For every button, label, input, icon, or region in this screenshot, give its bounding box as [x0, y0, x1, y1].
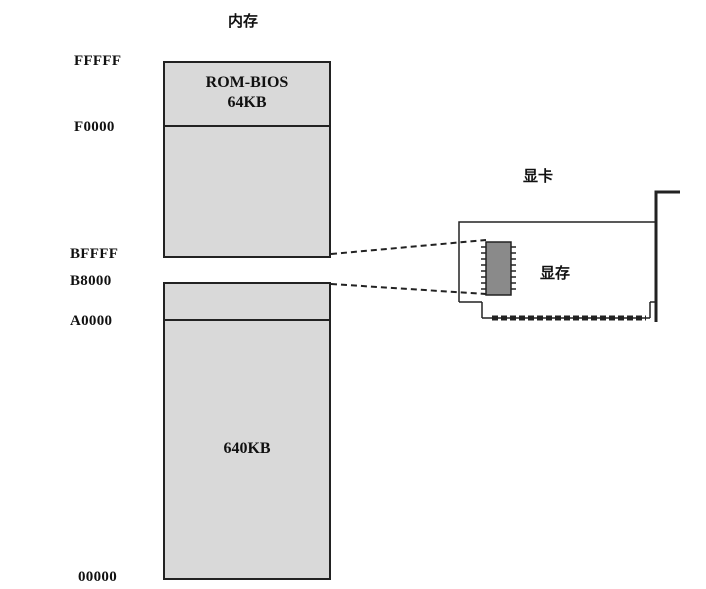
card-bracket [654, 190, 680, 322]
video-memory-divider [163, 319, 331, 321]
address-label-f0000: F0000 [74, 119, 115, 135]
conventional-memory-size: 640KB [223, 440, 271, 457]
video-card-outline [458, 221, 656, 302]
address-label-fffff: FFFFF [74, 53, 122, 69]
video-card-title: 显卡 [523, 167, 554, 185]
rom-bios-divider [163, 125, 331, 127]
upper-memory-block [163, 61, 331, 258]
rom-bios-region: ROM-BIOS 64KB [163, 73, 331, 113]
address-label-a0000: A0000 [70, 313, 113, 329]
rom-bios-size: 64KB [227, 94, 267, 111]
mapping-line-top [330, 239, 487, 255]
address-label-b8000: B8000 [70, 273, 112, 289]
mapping-line-bottom [330, 283, 487, 295]
rom-bios-name: ROM-BIOS [205, 74, 289, 91]
memory-title: 内存 [228, 12, 259, 30]
address-label-bffff: BFFFF [70, 246, 119, 262]
lower-memory-block [163, 282, 331, 580]
vram-chip-icon [481, 241, 516, 296]
address-label-00000: 00000 [78, 569, 117, 585]
vram-label: 显存 [540, 264, 571, 282]
